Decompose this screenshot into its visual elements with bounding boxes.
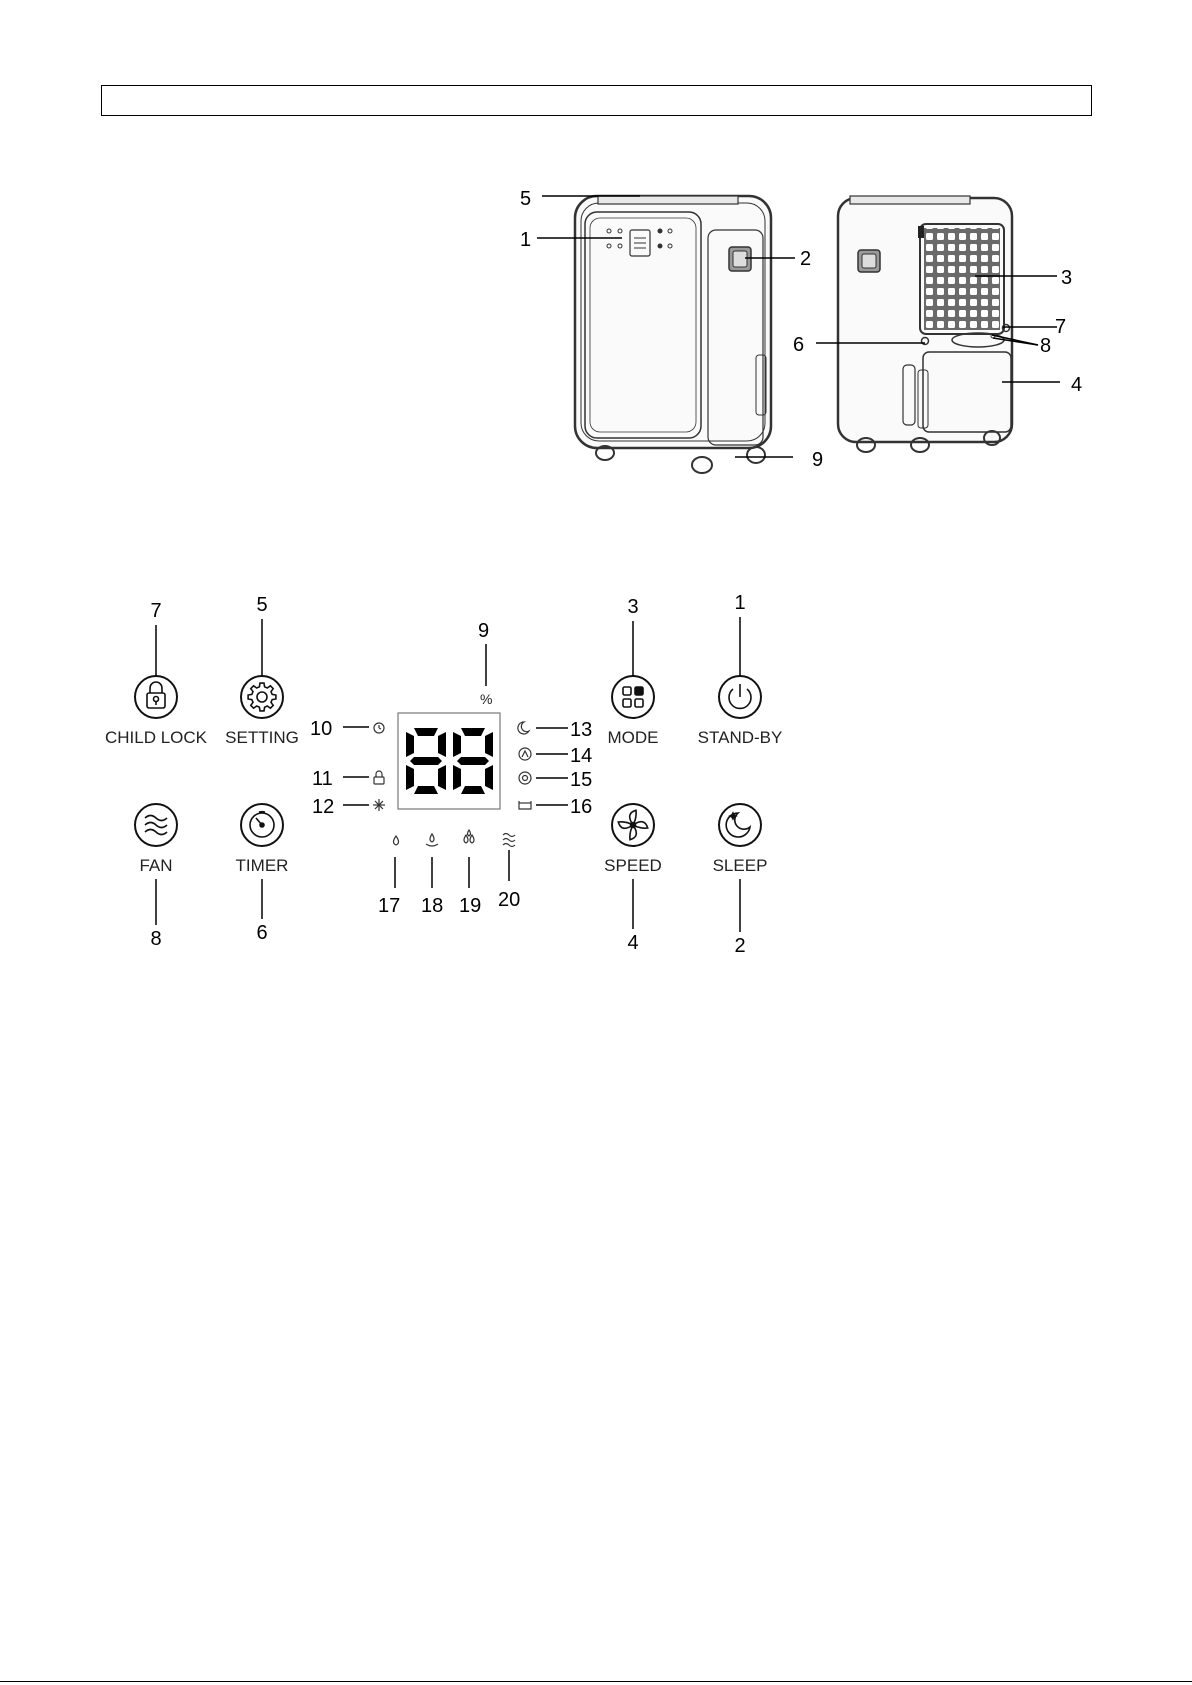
segment-e [406,765,414,790]
footer-rule [0,1681,1192,1682]
segment-a [461,728,485,736]
indicator-19-number: 19 [459,895,481,917]
callout-1-front: 1 [520,229,531,251]
sleep-button[interactable]: SLEEP 2 [713,804,768,957]
wave-indicator-icon [503,834,515,847]
callout-2-front: 2 [800,248,811,270]
indicator-17-number: 17 [378,895,400,917]
speed-button[interactable]: SPEED 4 [604,804,662,954]
indicator-12-number: 12 [312,796,334,818]
indicator-10-number: 10 [310,718,332,740]
child-lock-button-label: CHILD LOCK [105,728,208,747]
segment-c [438,765,446,790]
timer-button[interactable]: TIMER 6 [236,804,289,944]
callout-6-back: 6 [793,334,804,356]
child-lock-button[interactable]: CHILD LOCK 7 [105,600,208,747]
eco-indicator-icon [519,772,531,784]
segment-g [457,757,489,765]
callout-3-back: 3 [1061,267,1072,289]
indicator-18-number: 18 [421,895,443,917]
callout-9-percent: 9 [478,620,489,642]
segment-c [485,765,493,790]
drop-indicator-icon [394,836,399,845]
speed-callout-number: 4 [627,932,638,954]
mode-callout-number: 3 [627,596,638,618]
timer-callout-number: 6 [256,922,267,944]
lock-indicator-icon [374,771,384,784]
mode-button-label: MODE [608,728,659,747]
indicator-13-number: 13 [570,719,592,741]
dehumidifier-back-view [838,196,1012,452]
percent-symbol: % [480,691,492,707]
callout-5-front: 5 [520,188,531,210]
setting-callout-number: 5 [256,594,267,616]
display-digit [406,728,446,794]
indicator-14-number: 14 [570,745,592,767]
segment-d [414,786,438,794]
seven-segment-display [406,728,493,794]
setting-button-label: SETTING [225,728,299,747]
indicator-16-number: 16 [570,796,592,818]
sleep-button-label: SLEEP [713,856,768,875]
auto-indicator-icon [519,748,531,760]
fan-button[interactable]: FAN 8 [135,804,177,950]
callout-4-back: 4 [1071,374,1082,396]
child-lock-callout-number: 7 [150,600,161,622]
segment-b [438,732,446,757]
segment-f [453,732,461,757]
setting-button[interactable]: SETTING 5 [225,594,299,747]
sleep-callout-number: 2 [734,935,745,957]
callout-8-back: 8 [1040,335,1051,357]
stand-by-button-label: STAND-BY [698,728,783,747]
fan-button-label: FAN [139,856,172,875]
segment-b [485,732,493,757]
callout-7-back: 7 [1055,316,1066,338]
segment-g [410,757,442,765]
stand-by-callout-number: 1 [734,592,745,614]
drop-splash-indicator-icon [426,834,438,846]
segment-f [406,732,414,757]
indicator-15-number: 15 [570,769,592,791]
timer-button-label: TIMER [236,856,289,875]
callout-9-front: 9 [812,449,823,471]
clock-indicator-icon [374,723,384,733]
speed-button-label: SPEED [604,856,662,875]
moon-indicator-icon [518,722,529,734]
mode-button[interactable]: MODE 3 [608,596,659,747]
segment-a [414,728,438,736]
fan-callout-number: 8 [150,928,161,950]
display-digit [453,728,493,794]
segment-d [461,786,485,794]
indicator-20-number: 20 [498,889,520,911]
indicator-11-number: 11 [312,768,333,790]
stand-by-button[interactable]: STAND-BY 1 [698,592,783,747]
double-drop-indicator-icon [464,830,474,843]
tank-indicator-icon [519,801,531,809]
segment-e [453,765,461,790]
snowflake-indicator-icon [373,799,385,811]
